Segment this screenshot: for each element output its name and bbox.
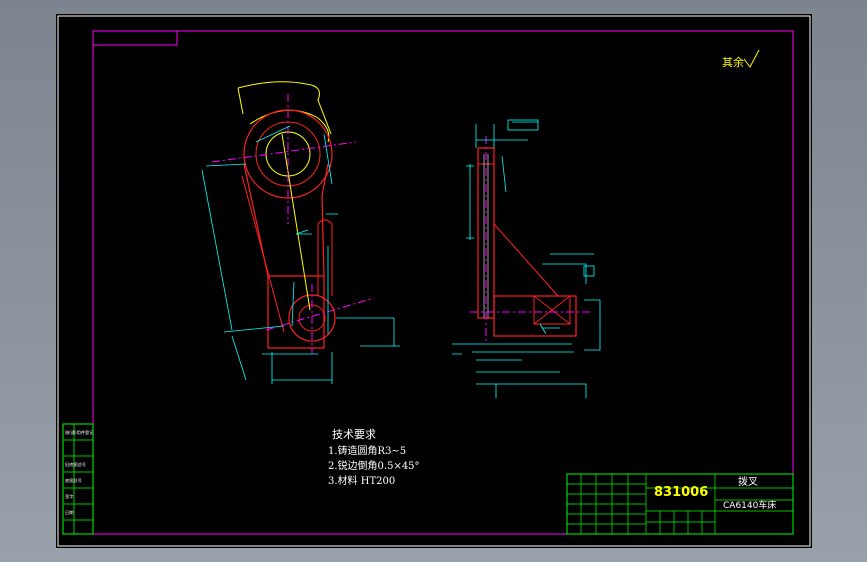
outer-border bbox=[57, 15, 811, 547]
tech-req-item-3: 3.材料 HT200 bbox=[328, 474, 395, 487]
drawing-svg: 其余 bbox=[57, 15, 811, 547]
technical-requirements: 技术要求 1.铸造圆角R3~5 2.锐边倒角0.5×45° 3.材料 HT200 bbox=[328, 428, 420, 487]
side-label-5: 日期 bbox=[65, 510, 73, 516]
part-name: 拨叉 bbox=[738, 475, 758, 488]
corner-label-box bbox=[92, 30, 178, 46]
machine-name: CA6140车床 bbox=[723, 499, 776, 511]
tech-req-item-1: 1.铸造圆角R3~5 bbox=[328, 444, 406, 457]
side-view bbox=[452, 119, 601, 398]
title-block: 拨叉 831006 CA6140车床 bbox=[566, 473, 794, 535]
front-view bbox=[201, 81, 400, 384]
drawing-canvas: 其余 bbox=[56, 14, 812, 548]
side-label-4: 签字 bbox=[65, 493, 73, 499]
side-label-1: 借(通)用件登记 bbox=[65, 429, 94, 436]
side-label-3: 底图总号 bbox=[65, 477, 82, 484]
side-label-2: 旧底图总号 bbox=[65, 461, 86, 468]
surface-roughness-label: 其余 bbox=[722, 55, 744, 69]
tech-req-item-2: 2.锐边倒角0.5×45° bbox=[328, 459, 420, 472]
drawing-number: 831006 bbox=[654, 485, 708, 500]
inner-border bbox=[92, 30, 794, 535]
roughness-symbol-icon bbox=[743, 49, 760, 68]
tech-req-title: 技术要求 bbox=[332, 428, 376, 441]
binding-strip: 借(通)用件登记 旧底图总号 底图总号 签字 日期 bbox=[62, 423, 94, 535]
